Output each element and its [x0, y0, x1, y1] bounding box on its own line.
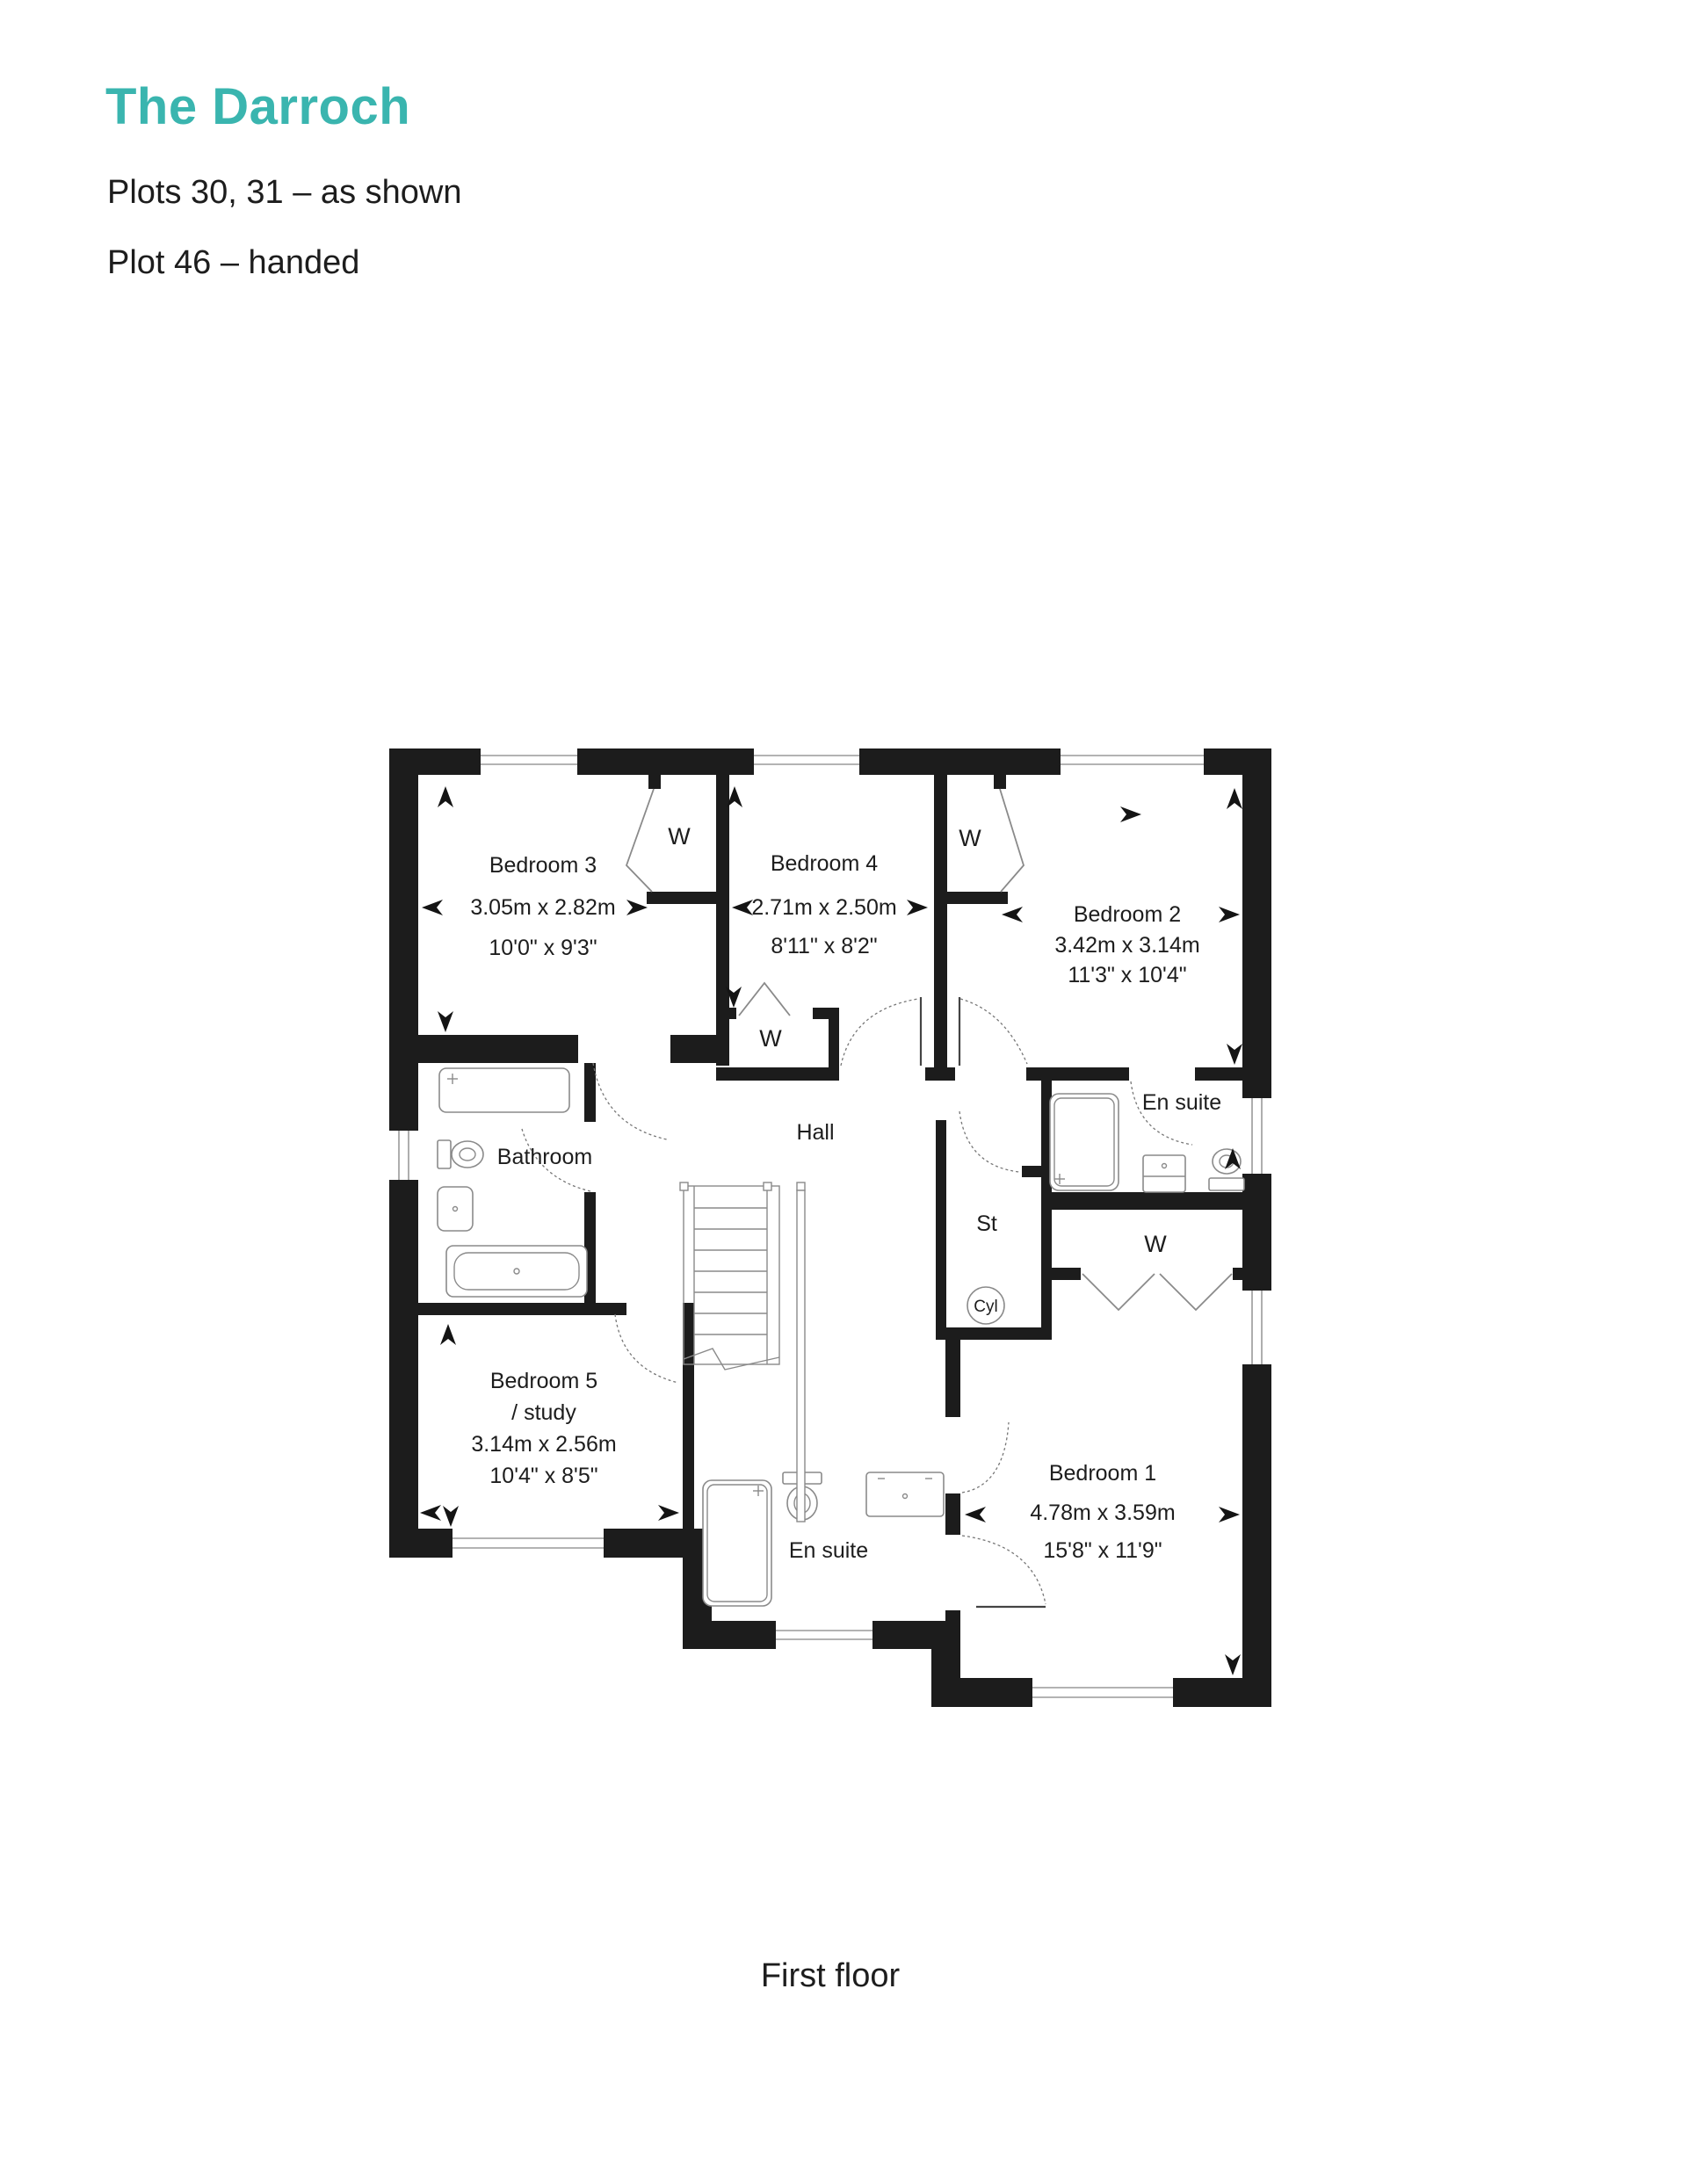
- wardrobe-label-bedroom2: W: [959, 825, 981, 851]
- stairs: [679, 1182, 806, 1522]
- toilet-cistern: [437, 1139, 452, 1169]
- bedroom4-name: Bedroom 4: [771, 851, 878, 876]
- bedroom5-metric: 3.14m x 2.56m: [471, 1432, 616, 1457]
- walls: [389, 748, 1271, 1707]
- bedroom5-door-arc: [614, 1313, 679, 1384]
- wardrobe-label-bedroom1: W: [1144, 1231, 1167, 1257]
- bedroom5-imperial: 10'4" x 8'5": [489, 1464, 597, 1488]
- store-label: St: [976, 1211, 997, 1236]
- toilet-cistern: [1208, 1177, 1245, 1191]
- bedroom1-wardrobe-bifold: [1159, 1273, 1233, 1312]
- bedroom1-name: Bedroom 1: [1049, 1461, 1156, 1486]
- bedroom3-name: Bedroom 3: [489, 853, 597, 878]
- bedroom4-metric: 2.71m x 2.50m: [751, 895, 896, 920]
- bedroom3-wardrobe-bifold: [625, 788, 655, 893]
- handed-line: Plot 46 – handed: [107, 244, 360, 281]
- bedroom2-wardrobe-bifold: [999, 788, 1025, 893]
- bathroom-door-arc: [521, 1128, 591, 1192]
- bedroom3-imperial: 10'0" x 9'3": [489, 936, 597, 960]
- page-title: The Darroch: [105, 78, 411, 135]
- wardrobe-label-bedroom4: W: [759, 1025, 782, 1052]
- shower-tray: [702, 1479, 772, 1607]
- bedroom1-wardrobe-bifold: [1082, 1273, 1155, 1312]
- cylinder-label: Cyl: [974, 1298, 997, 1316]
- bedroom4-door-arc: [840, 998, 919, 1067]
- bedroom3-door-arc: [592, 1062, 668, 1140]
- banister: [796, 1190, 806, 1522]
- bedroom5-name: Bedroom 5: [490, 1369, 597, 1393]
- hall-label: Hall: [796, 1120, 834, 1145]
- ensuite-top-door-arc: [1130, 1081, 1193, 1146]
- room-labels: Bedroom 3 3.05m x 2.82m 10'0" x 9'3" Bed…: [470, 823, 1221, 1563]
- ensuite-bottom-label: En suite: [789, 1538, 868, 1563]
- bath: [445, 1245, 588, 1298]
- bedroom3-metric: 3.05m x 2.82m: [470, 895, 615, 920]
- bathroom-fixtures: [437, 1067, 588, 1298]
- bathroom-label: Bathroom: [497, 1145, 592, 1169]
- doors: [521, 788, 1233, 1609]
- ensuite-top-label: En suite: [1142, 1090, 1221, 1115]
- plots-line: Plots 30, 31 – as shown: [107, 174, 462, 211]
- shower-tray: [438, 1067, 570, 1113]
- basin: [437, 1186, 474, 1232]
- ensuite-top-fixtures: [1049, 1093, 1245, 1193]
- newel-post: [763, 1182, 772, 1191]
- floor-plan: Bedroom 3 3.05m x 2.82m 10'0" x 9'3" Bed…: [389, 748, 1271, 1707]
- bedroom4-wardrobe-bifold: [738, 981, 791, 1016]
- ensuite-bottom-fixtures: [702, 1472, 945, 1607]
- newel-post: [679, 1182, 689, 1191]
- stair-break-line: [683, 1348, 780, 1370]
- bedroom2-metric: 3.42m x 3.14m: [1054, 933, 1199, 958]
- bedroom2-door-arc: [959, 998, 1028, 1065]
- vanity: [1142, 1154, 1186, 1193]
- newel-post: [796, 1182, 806, 1191]
- wardrobe-label-bedroom3: W: [668, 823, 691, 850]
- bedroom4-imperial: 8'11" x 8'2": [771, 934, 877, 958]
- store-door-arc: [959, 1110, 1020, 1173]
- bedroom1-door-arc: [961, 1421, 1010, 1493]
- floor-caption: First floor: [760, 1957, 901, 1994]
- bedroom5-name2: / study: [511, 1400, 576, 1425]
- windows: [389, 748, 1271, 1707]
- bedroom1-metric: 4.78m x 3.59m: [1030, 1501, 1175, 1525]
- toilet-bowl: [451, 1140, 484, 1168]
- bedroom2-name: Bedroom 2: [1074, 902, 1181, 927]
- bedroom2-imperial: 11'3" x 10'4": [1068, 963, 1186, 987]
- dimension-arrows: [420, 786, 1242, 1675]
- shower-tray: [1049, 1093, 1119, 1191]
- bedroom1-imperial: 15'8" x 11'9": [1043, 1538, 1162, 1563]
- cylinder: [967, 1286, 1005, 1325]
- ensuite-bottom-door-arc: [961, 1535, 1046, 1605]
